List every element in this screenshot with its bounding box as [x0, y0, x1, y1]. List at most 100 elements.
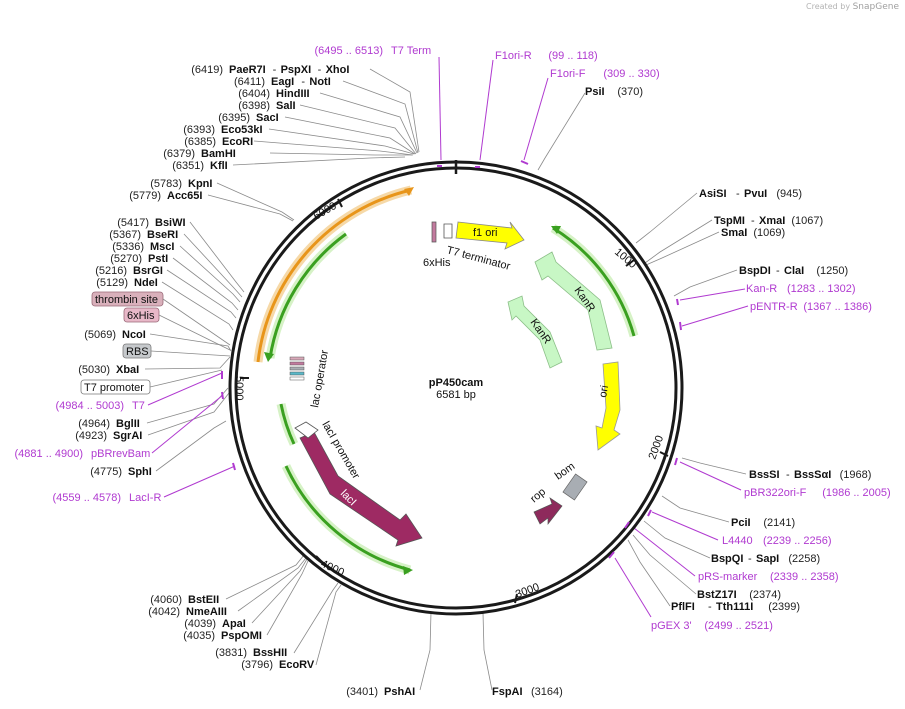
snapgene-logo: SnapGene — [852, 2, 899, 12]
primer-range-t7: (4984 .. 5003) — [56, 400, 125, 412]
site-dash-eagi: - — [301, 76, 305, 88]
leader-xbai — [144, 356, 231, 370]
site-dash-bspdi: - — [776, 265, 780, 277]
site-pos-msci: (5336) — [112, 241, 144, 253]
site-pos-asisi: (945) — [776, 188, 802, 200]
scale-label-5000: 5000 — [233, 376, 245, 400]
site-extra-pflfi: Tth111I — [716, 601, 753, 613]
leader-bspqi — [643, 520, 711, 559]
site-pos-paer7i: (6419) — [191, 64, 223, 76]
thrombin-label: thrombin site — [95, 294, 158, 306]
boxed-feature-labels: thrombin site 6xHis RBS T7 promoter — [80, 291, 164, 395]
site-extra-bspqi: SapI — [756, 553, 779, 565]
site-extra-bspdi: ClaI — [784, 265, 804, 277]
tick-pentr — [679, 321, 682, 331]
site-name-msci: MscI — [150, 241, 174, 253]
primer-range-t7term: (6495 .. 6513) — [315, 45, 384, 57]
rbs-label: RBS — [126, 346, 149, 358]
site-extra-asisi: PvuI — [744, 188, 767, 200]
leader-sgrai — [147, 392, 230, 436]
leader-paer7i — [369, 68, 420, 153]
green-arc-1 — [268, 232, 347, 359]
site-pos-beri: (5367) — [109, 229, 141, 241]
tick-prs — [624, 521, 630, 529]
site-pos-xbai: (5030) — [78, 364, 110, 376]
leader-t7term — [438, 56, 442, 161]
primer-labels: T7 Term(6495 .. 6513)F1ori-R(99 .. 118)F… — [15, 45, 891, 632]
credit-prefix: Created by — [806, 2, 851, 11]
site-name-acc65i: Acc65I — [167, 190, 202, 202]
site-name-saci: SacI — [256, 112, 279, 124]
feature-stack — [289, 356, 305, 381]
site-name-sphi: SphI — [128, 466, 152, 478]
site-pos-hindiii: (6404) — [238, 88, 270, 100]
site-name-psti: PstI — [148, 253, 168, 265]
lac-operator-label: lac operator — [309, 349, 331, 409]
site-name-pcii: PciI — [731, 517, 751, 529]
leader-psti — [172, 257, 239, 311]
scale-tick-marks — [240, 198, 669, 604]
site-name-beri: BseRI — [147, 229, 178, 241]
site-pos-bsssi: (1968) — [840, 469, 872, 481]
scale-label-2000: 2000 — [647, 434, 667, 461]
leader-pspomi — [266, 560, 309, 636]
site-name-tspmi: TspMI — [714, 215, 745, 227]
site-dash-paer7i: - — [273, 64, 277, 76]
site-pos-pcii: (2141) — [763, 517, 795, 529]
site-name-bsshii: BssHII — [253, 647, 287, 659]
site-pos-ecorv: (3796) — [241, 659, 273, 671]
leader-pbr322 — [679, 461, 742, 491]
site-name-hindiii: HindIII — [276, 88, 310, 100]
site-name-bsteii: BstEII — [188, 594, 219, 606]
primer-range-l4440: (2239 .. 2256) — [763, 535, 832, 547]
primer-range-f1orif: (309 .. 330) — [603, 68, 659, 80]
leader-pshai — [419, 611, 432, 691]
leader-tspmi — [644, 219, 713, 264]
primer-range-pentr: (1367 .. 1386) — [803, 301, 872, 313]
primer-name-prs: pRS-marker — [698, 571, 758, 583]
site-pos-pspomi: (4035) — [183, 630, 215, 642]
ori-arrow — [595, 361, 621, 451]
scale-mark-6000 — [337, 198, 343, 208]
site-pos-ncoi: (5069) — [84, 329, 116, 341]
green-arc-2 — [552, 226, 636, 337]
primer-range-pbr322: (1986 .. 2005) — [822, 487, 891, 499]
leader-sphi — [155, 420, 227, 472]
site-name-nmeaiii: NmeAIII — [186, 606, 227, 618]
site-pos-acc65i: (5779) — [129, 190, 161, 202]
primer-name-pgex: pGEX 3' — [651, 620, 692, 632]
site-pos-bspdi: (1250) — [816, 265, 848, 277]
site-name-asisi: AsiSI — [699, 188, 727, 200]
leader-eco53ki — [268, 128, 415, 155]
f1-ori-label: f1 ori — [473, 227, 497, 239]
primer-name-f1orif: F1ori-F — [550, 68, 586, 80]
site-name-fspai: FspAI — [492, 686, 523, 698]
primer-ticks — [221, 160, 682, 559]
bom-box — [562, 473, 588, 501]
kanr-arrow-2 — [507, 295, 563, 369]
tick-kanr — [676, 298, 679, 306]
leader-t7promoter — [149, 369, 223, 388]
green-arc-4 — [279, 403, 296, 445]
leader-sixhis-box — [158, 314, 231, 351]
leader-pcii — [661, 495, 730, 523]
site-leaders — [144, 68, 747, 691]
leader-lacir — [163, 465, 236, 498]
orange-arc — [256, 188, 412, 363]
leader-ecori — [253, 140, 414, 156]
leader-fspai — [482, 612, 493, 691]
site-name-smai: SmaI — [721, 227, 747, 239]
plasmid-length: 6581 bp — [436, 389, 476, 401]
site-name-pspomi: PspOMI — [221, 630, 262, 642]
leader-sali — [299, 104, 417, 155]
leader-asisi — [635, 192, 698, 244]
site-pos-saci: (6395) — [218, 112, 250, 124]
site-name-bglii: BglII — [116, 418, 140, 430]
primer-name-pentr: pENTR-R — [750, 301, 798, 313]
site-name-ecori: EcoRI — [222, 136, 253, 148]
leader-bamhi — [269, 152, 412, 156]
site-name-ncoi: NcoI — [122, 329, 146, 341]
sixhis-small-box — [431, 221, 437, 243]
site-name-bsiwi: BsiWI — [155, 217, 186, 229]
site-name-bstz17i: BstZ17I — [697, 589, 737, 601]
